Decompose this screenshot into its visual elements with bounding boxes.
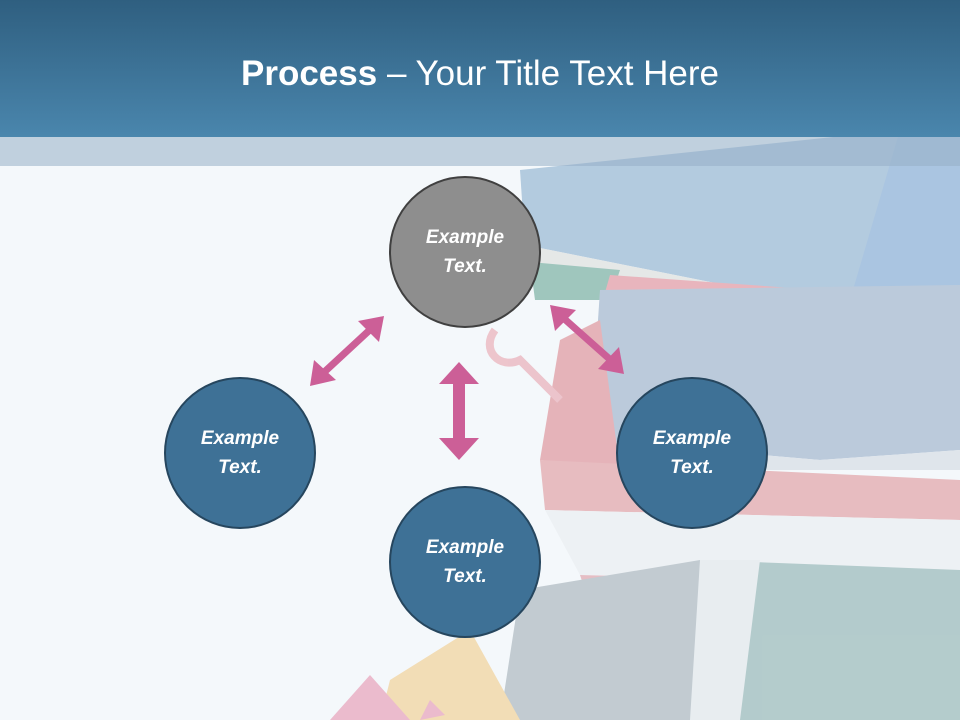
title-bar: [0, 0, 960, 137]
node-right-line2: Text.: [670, 457, 714, 478]
process-node-top[interactable]: Example Text.: [389, 176, 541, 328]
process-node-left[interactable]: Example Text.: [164, 377, 316, 529]
double-arrow-right-diagonal: [550, 305, 624, 374]
node-right-line1: Example: [652, 428, 732, 449]
title-rest-text: – Your Title Text Here: [377, 54, 719, 93]
title-subband: [0, 137, 960, 166]
double-arrow-vertical: [439, 362, 479, 460]
node-left-line1: Example: [200, 428, 280, 449]
process-node-right[interactable]: Example Text.: [616, 377, 768, 529]
node-top-line1: Example: [425, 227, 505, 248]
node-bottom-line2: Text.: [443, 566, 487, 587]
node-top-line2: Text.: [443, 256, 487, 277]
node-bottom-line1: Example: [425, 537, 505, 558]
slide-title: Process – Your Title Text Here: [0, 52, 960, 96]
double-arrow-left-diagonal: [310, 316, 384, 386]
process-node-bottom[interactable]: Example Text.: [389, 486, 541, 638]
title-bold-text: Process: [241, 54, 378, 93]
node-left-line2: Text.: [218, 457, 262, 478]
